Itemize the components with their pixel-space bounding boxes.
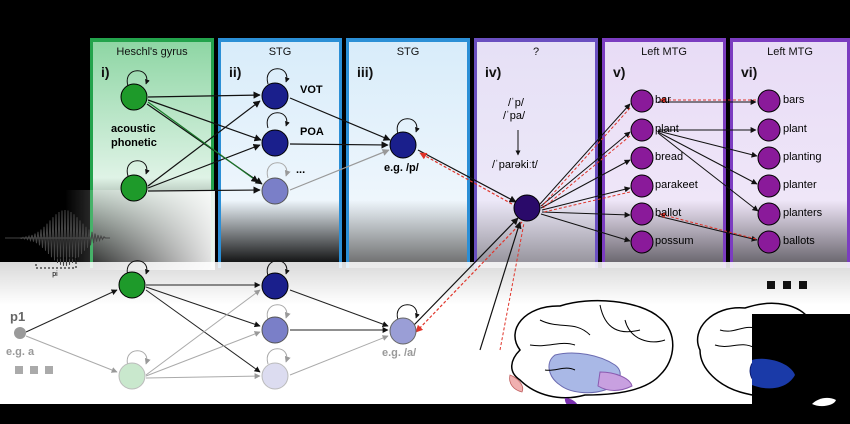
word-nodes-v	[630, 89, 654, 254]
node-lower-feature-1	[261, 272, 289, 300]
edge-hub-to-a-red	[415, 221, 523, 333]
edge-faded	[289, 149, 390, 191]
green-edges	[147, 101, 259, 183]
word-label: parakeet	[655, 179, 698, 191]
corner-black-block	[752, 314, 850, 404]
word-label: planters	[783, 207, 823, 219]
node-vot	[261, 82, 289, 110]
edge-a-to-hub	[413, 217, 519, 326]
phoneme-p-label: e.g. /p/	[384, 162, 419, 174]
word-label: planting	[783, 151, 822, 163]
phoneme-pa-text: /ˈpa/	[503, 110, 526, 122]
word-label: bread	[655, 151, 684, 163]
word-morph-edges	[657, 99, 759, 242]
phoneme-p-text: /ˈp/	[508, 97, 524, 109]
ellipsis-squares-words	[767, 281, 807, 289]
panel-numeral: ii)	[229, 64, 242, 80]
edge-brain-to-hub	[479, 221, 522, 351]
lower-edges	[25, 282, 389, 373]
word-nodes-vi	[757, 89, 781, 254]
node-poa	[261, 129, 289, 157]
panel-numeral: i)	[101, 64, 110, 80]
panel-header: Left MTG	[641, 46, 687, 58]
pi-bracket	[35, 257, 77, 269]
brain-illustration-1	[509, 299, 674, 409]
ellipsis-squares-input	[15, 366, 53, 374]
panel-numeral: iii)	[357, 64, 374, 80]
node-phoneme-p	[389, 131, 417, 159]
phoneme-parakeet-text: /ˈparəkiːt/	[492, 159, 538, 171]
audio-waveform	[5, 209, 110, 266]
word-label: plant	[655, 123, 679, 135]
node-lower-feature-2	[261, 316, 289, 344]
word-label: planter	[783, 179, 817, 191]
panel-numeral: vi)	[741, 64, 758, 80]
vot-label: VOT	[300, 84, 323, 96]
poa-label: POA	[300, 126, 324, 138]
panel-numeral: v)	[613, 64, 626, 80]
node-input-p1	[14, 327, 26, 339]
word-label: ballots	[783, 235, 815, 247]
node-lower-feature-3	[261, 362, 289, 390]
panel-left-mtg-1: Left MTG v)	[602, 38, 726, 268]
faded-self-loops	[126, 162, 291, 367]
panel-header: Left MTG	[767, 46, 813, 58]
lower-faded-edges	[25, 289, 389, 380]
feature-ellipsis: ...	[296, 164, 306, 176]
phoneme-a-label: e.g. /a/	[382, 347, 417, 359]
bottom-black-bar	[0, 404, 850, 424]
pi-label: pi	[52, 271, 58, 278]
word-label: bar	[655, 94, 671, 106]
node-acoustic-lower-1	[118, 271, 146, 299]
hub-word-edges	[539, 103, 631, 243]
node-feature-faded	[261, 177, 289, 205]
input-example-label: e.g. a	[6, 346, 35, 358]
acoustic-label: acoustic	[111, 123, 156, 135]
input-fade-region	[65, 190, 215, 270]
self-loops	[126, 68, 420, 321]
node-acoustic-2	[120, 174, 148, 202]
edge-hub-to-p-red	[419, 152, 513, 205]
brain-2-edge	[752, 358, 795, 389]
panel-header: STG	[396, 46, 420, 58]
corner-white-blob	[812, 397, 836, 407]
panel-unknown: ? iv)	[474, 38, 598, 268]
node-acoustic-lower-2	[118, 362, 146, 390]
panel-header: ?	[532, 46, 540, 58]
word-label: possum	[655, 235, 694, 247]
hub-word-red-edges	[541, 107, 631, 213]
word-morph-red-edges	[659, 97, 757, 240]
phonetic-label: phonetic	[111, 137, 157, 149]
node-acoustic-1	[120, 83, 148, 111]
word-label: plant	[783, 123, 807, 135]
panel-left-mtg-2: Left MTG vi)	[730, 38, 850, 268]
panel-header: Heschl's gyrus	[116, 46, 188, 58]
edge-brain-to-hub-2	[499, 222, 525, 351]
word-label: ballot	[655, 207, 682, 219]
edge-p-to-hub	[417, 149, 517, 203]
node-hub	[513, 194, 541, 222]
word-label: bars	[783, 94, 805, 106]
input-p1-label: p1	[10, 309, 26, 324]
node-phoneme-a	[389, 317, 417, 345]
panel-header: STG	[268, 46, 292, 58]
panel-numeral: iv)	[485, 64, 502, 80]
